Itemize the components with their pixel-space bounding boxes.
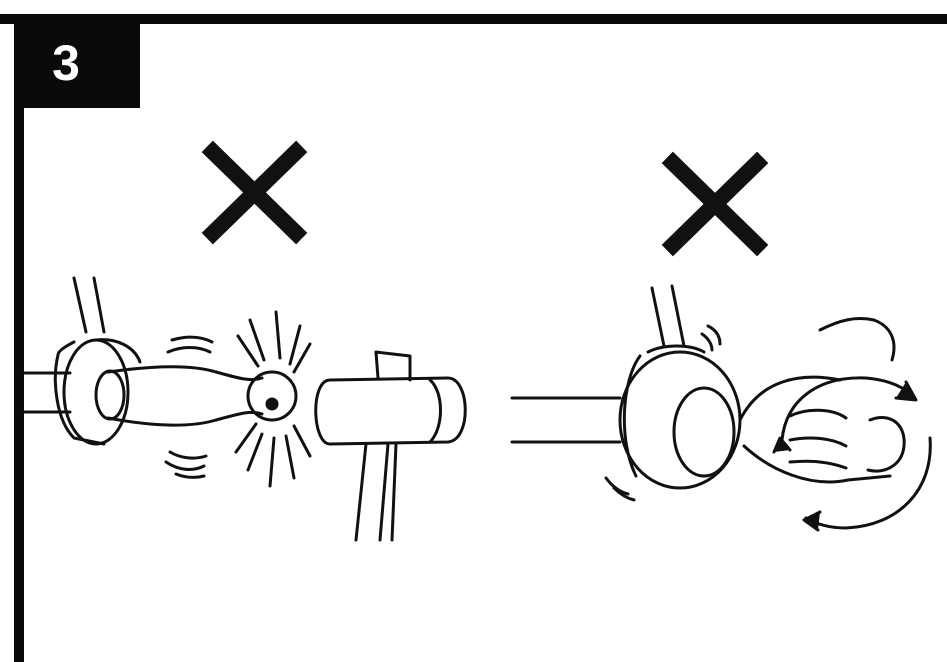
prohibited-x-icon-left [213,152,296,233]
step-number-badge: 3 [14,18,140,108]
step-number: 3 [52,34,80,92]
hand-twist-illustration [512,286,930,530]
prohibited-x-icon-right [673,163,757,245]
crank-hammer-illustration [24,278,465,540]
panel-frame [0,14,947,662]
